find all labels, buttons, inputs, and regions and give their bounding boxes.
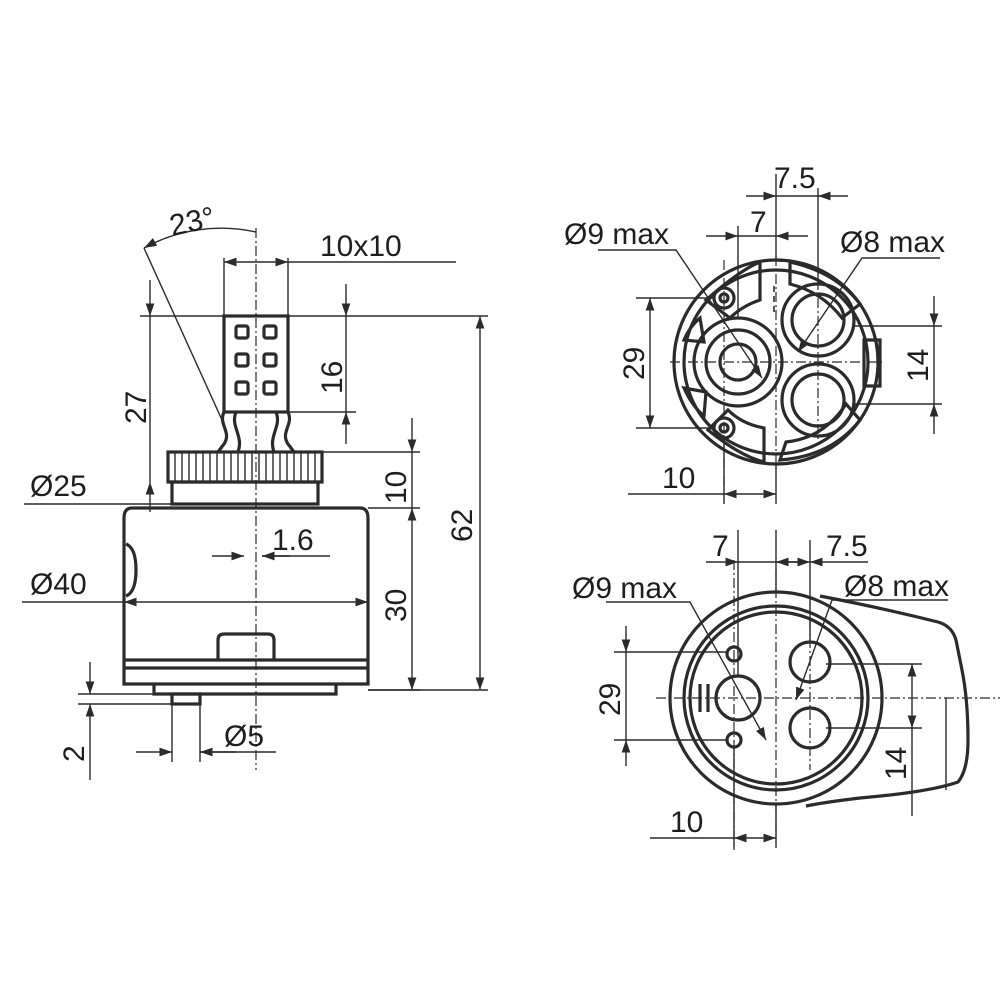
seat-large-port-label: Ø9 max (572, 572, 677, 605)
body-height-label: 30 (380, 589, 413, 622)
offset-label: 1.6 (272, 524, 314, 557)
stem-square-label: 10x10 (320, 230, 402, 263)
collar-height-label: 10 (380, 471, 413, 504)
seat-span-29-label: 29 (594, 683, 627, 716)
base-small-port-label: Ø8 max (840, 226, 945, 259)
side-view: 23° 10x10 16 27 10 Ø25 1.6 Ø40 (22, 201, 488, 780)
seat-view: Ø9 max Ø8 max 7 7.5 29 14 10 (572, 530, 1000, 850)
seat-housing-outline (805, 594, 970, 808)
base-span-10-label: 10 (662, 462, 695, 495)
seat-offset-b-label: 7.5 (826, 530, 868, 563)
angle-line (143, 247, 223, 421)
base-offset-a-label: 7.5 (774, 162, 816, 195)
seat-span-14-label: 14 (880, 747, 913, 780)
base-offset-b-label: 7 (750, 206, 767, 239)
seat-offset-a-label: 7 (712, 530, 729, 563)
base-view: Ø9 max Ø8 max 7.5 7 29 14 10 (564, 162, 945, 504)
pin-height-label: 2 (58, 745, 91, 762)
small-port-lower (780, 362, 856, 438)
cartridge-body (122, 506, 370, 706)
base-span-29-label: 29 (618, 347, 651, 380)
total-height-label: 62 (446, 509, 479, 542)
body-diameter-label: Ø40 (30, 568, 87, 601)
angle-arc (143, 227, 257, 249)
base-span-14-label: 14 (902, 349, 935, 382)
base-large-port-label: Ø9 max (564, 218, 669, 251)
overall-stem-label: 27 (120, 391, 153, 424)
angle-label: 23° (167, 201, 218, 243)
knurled-collar (166, 450, 324, 506)
stem-height-label: 16 (316, 361, 349, 394)
collar-diameter-label: Ø25 (30, 470, 87, 503)
seat-span-10-label: 10 (670, 806, 703, 839)
pin-diameter-label: Ø5 (224, 720, 264, 753)
seat-small-port-label: Ø8 max (844, 570, 949, 603)
stem-knurl-dots (234, 324, 278, 396)
